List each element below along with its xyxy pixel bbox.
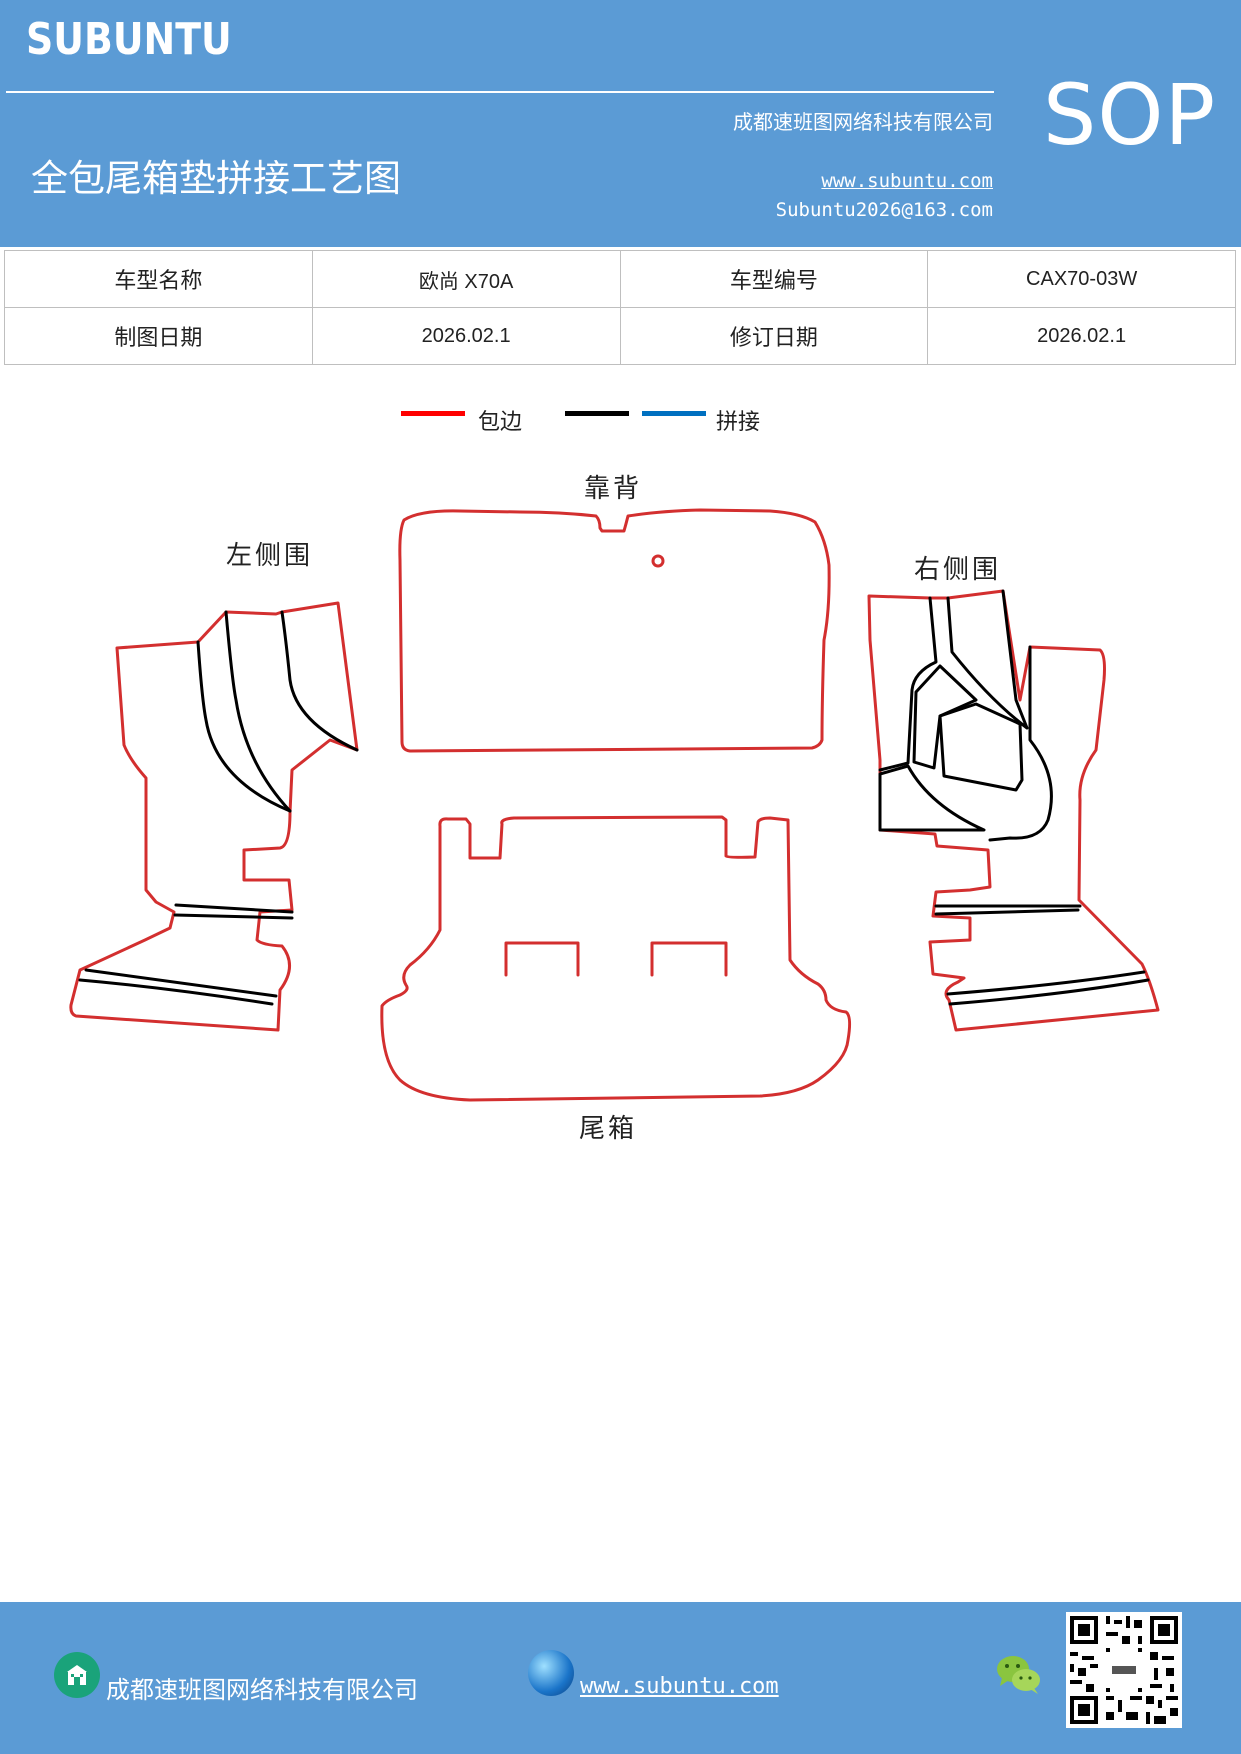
footer-banner: 成都速班图网络科技有限公司 www.subuntu.com	[0, 1602, 1241, 1754]
right-side-label: 右侧围	[914, 555, 1002, 585]
splice-swatch	[642, 411, 706, 416]
doc-code: SOP	[1043, 66, 1217, 164]
page-title: 全包尾箱垫拼接工艺图	[31, 157, 401, 200]
splice-legend-label: 拼接	[716, 410, 761, 435]
globe-icon	[528, 1650, 574, 1696]
model-name-value: 欧尚 X70A	[311, 250, 621, 308]
right-side-panel	[867, 589, 1160, 1032]
revise-date-label: 修订日期	[619, 307, 929, 365]
header-banner: SUBUNTU SOP 成都速班图网络科技有限公司 www.subuntu.co…	[0, 0, 1241, 247]
header-divider	[6, 91, 994, 93]
model-code-value: CAX70-03W	[927, 250, 1236, 308]
trunk-label: 尾箱	[579, 1114, 638, 1144]
model-name-label: 车型名称	[4, 250, 313, 308]
brand-logo: SUBUNTU	[26, 14, 232, 65]
table-row: 制图日期 2026.02.1 修订日期 2026.02.1	[4, 307, 1236, 365]
edge-swatch	[401, 411, 465, 416]
qr-code	[1066, 1612, 1182, 1728]
seam-swatch	[565, 411, 629, 416]
trunk-panel	[380, 815, 852, 1102]
company-icon	[54, 1652, 100, 1698]
left-side-panel	[69, 601, 359, 1032]
email-address: Subuntu2026@163.com	[775, 199, 993, 221]
footer-website-link[interactable]: www.subuntu.com	[580, 1674, 779, 1699]
table-row: 车型名称 欧尚 X70A 车型编号 CAX70-03W	[4, 250, 1236, 308]
mat-diagram	[69, 508, 1160, 1102]
left-side-label: 左侧围	[226, 541, 314, 571]
wechat-icon[interactable]	[996, 1654, 1042, 1696]
revise-date-value: 2026.02.1	[927, 307, 1236, 365]
edge-legend-label: 包边	[478, 410, 523, 435]
footer-company-name: 成都速班图网络科技有限公司	[106, 1676, 418, 1704]
legend: 包边 拼接	[0, 400, 1241, 440]
info-table: 车型名称 欧尚 X70A 车型编号 CAX70-03W 制图日期 2026.02…	[4, 250, 1236, 365]
website-link[interactable]: www.subuntu.com	[821, 170, 993, 192]
model-code-label: 车型编号	[619, 250, 929, 308]
backrest-panel	[398, 508, 831, 753]
backrest-label: 靠背	[584, 474, 643, 504]
draw-date-value: 2026.02.1	[311, 307, 621, 365]
draw-date-label: 制图日期	[4, 307, 313, 365]
company-name: 成都速班图网络科技有限公司	[733, 110, 993, 134]
